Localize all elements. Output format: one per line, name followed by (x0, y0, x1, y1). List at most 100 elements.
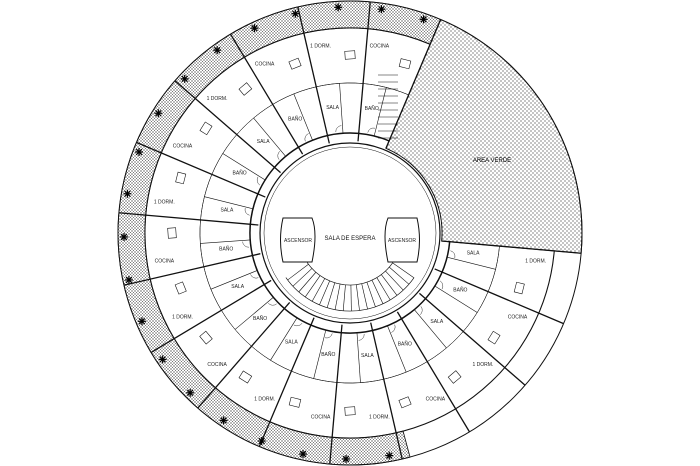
stair-step (292, 268, 313, 287)
room-label: BAÑO (365, 105, 379, 112)
furniture (288, 396, 302, 408)
partition-wall (253, 117, 286, 157)
palm-tree-icon (334, 3, 343, 12)
radial-wall (136, 141, 266, 198)
furniture (344, 406, 356, 416)
stair-step (371, 280, 384, 304)
radial-wall (258, 317, 315, 447)
door-swing (242, 241, 250, 248)
door-swing (358, 333, 365, 341)
room-label: COCINA (370, 43, 390, 49)
radial-wall (229, 33, 304, 155)
partition-wall (200, 239, 251, 244)
furniture (447, 370, 462, 384)
palm-tree-icon (123, 189, 132, 198)
palm-tree-icon (154, 109, 163, 118)
radial-wall (150, 279, 272, 354)
palm-tree-icon (385, 451, 394, 460)
room-label: SALA (430, 319, 443, 325)
room-label: 1 DORM. (473, 362, 494, 368)
hall-label: SALA DE ESPERA (324, 236, 375, 242)
partition-wall (339, 83, 344, 134)
room-label: COCINA (155, 258, 175, 264)
radial-wall (174, 80, 281, 174)
radial-wall (441, 240, 582, 254)
radial-wall (370, 322, 403, 460)
partition-wall (204, 196, 254, 210)
stair-step (376, 277, 391, 301)
door-swing (250, 274, 259, 279)
radial-wall (123, 253, 261, 286)
partition-wall (414, 309, 447, 349)
elevator-left-label: ASCENSOR (284, 238, 312, 244)
palm-tree-icon (158, 355, 167, 364)
partition-wall (356, 332, 361, 383)
partition-wall (293, 93, 313, 141)
palm-tree-icon (186, 388, 195, 397)
stair-step (361, 283, 368, 310)
furniture (513, 281, 525, 295)
stair-step (319, 280, 330, 305)
stair-step (389, 266, 410, 285)
room-label: BAÑO (253, 315, 267, 322)
furniture (487, 330, 501, 345)
outer-wall (117, 0, 583, 466)
furniture (288, 57, 302, 70)
room-label: 1 DORM. (254, 397, 275, 403)
palm-tree-icon (419, 15, 428, 24)
palm-tree-icon (120, 232, 129, 241)
stair-step (287, 264, 309, 281)
furniture (199, 330, 213, 345)
elevator-left: ASCENSOR (280, 217, 316, 263)
partition-wall (434, 285, 478, 313)
room-label: SALA (285, 339, 298, 345)
palm-tree-icon (299, 450, 308, 459)
palm-tree-icon (250, 24, 259, 33)
stair-step (334, 283, 341, 310)
radial-wall (419, 292, 526, 386)
room-label: SALA (231, 284, 244, 290)
room-label: SALA (361, 353, 374, 359)
room-label: 1 DORM. (172, 314, 193, 320)
partition-wall (373, 87, 387, 137)
palm-tree-icon (291, 9, 300, 18)
palm-tree-icon (135, 148, 144, 157)
door-swing (304, 133, 309, 142)
palm-tree-icon (342, 454, 351, 463)
room-label: BAÑO (321, 351, 335, 358)
furniture (167, 227, 177, 239)
wedge-label: AREA VERDE (473, 158, 511, 164)
door-swing (439, 280, 444, 290)
radial-wall (357, 1, 371, 142)
room-label: BAÑO (288, 116, 302, 123)
room-label: BAÑO (398, 340, 412, 347)
room-label: 1 DORM. (525, 258, 546, 264)
stair-step (305, 275, 321, 298)
stair-step (356, 284, 360, 311)
furniture (174, 281, 187, 295)
room-label: BAÑO (219, 245, 233, 252)
room-label: COCINA (508, 314, 528, 320)
door-swing (324, 333, 333, 339)
palm-tree-icon (137, 317, 146, 326)
room-label: COCINA (426, 397, 446, 403)
palm-tree-icon (219, 416, 228, 425)
furniture (398, 58, 412, 70)
door-swing (367, 127, 376, 133)
partition-wall (387, 325, 407, 373)
elevator-right-label: ASCENSOR (388, 238, 416, 244)
door-swing (335, 125, 342, 133)
door-swing (277, 151, 281, 160)
radial-wall (118, 212, 259, 226)
room-label: 1 DORM. (310, 43, 331, 49)
furniture (398, 396, 412, 409)
partition-wall (270, 317, 298, 361)
elevator-right: ASCENSOR (384, 217, 420, 263)
palm-tree-icon (257, 437, 266, 446)
furniture (238, 370, 253, 384)
room-label: SALA (257, 139, 270, 145)
stair-step (381, 274, 398, 296)
door-swing (256, 176, 261, 186)
room-label: COCINA (173, 144, 193, 150)
furniture (238, 82, 253, 96)
